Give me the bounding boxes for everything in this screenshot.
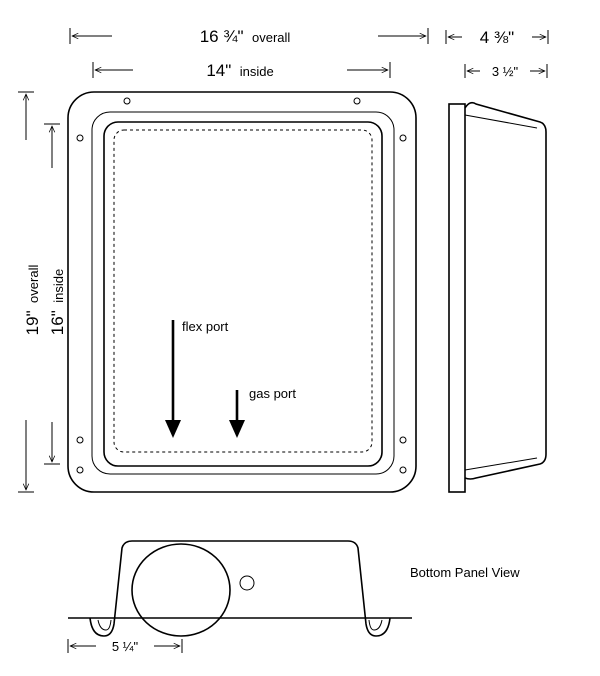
svg-text:14" inside: 14" inside — [206, 61, 273, 80]
screw-hole-icon — [76, 134, 84, 142]
dimension-bottom-offset: 5 ¼" — [67, 639, 183, 654]
screw-hole-icon — [399, 436, 407, 444]
flex-port-label: flex port — [182, 319, 229, 334]
top-inside-value: 14" — [206, 61, 231, 80]
dimension-depth-inside: 3 ½" — [464, 64, 548, 79]
screw-hole-icon — [399, 134, 407, 142]
bottom-panel-view-label: Bottom Panel View — [410, 565, 520, 580]
side-view — [448, 101, 547, 493]
svg-text:16 ¾" overall: 16 ¾" overall — [200, 27, 291, 46]
height-overall-value: 19" — [23, 310, 42, 335]
screw-hole-icon — [353, 97, 361, 105]
screw-hole-icon — [399, 466, 407, 474]
dimension-height-overall: 19" overall — [18, 91, 42, 493]
bottom-housing — [89, 540, 391, 637]
screw-hole-icon — [76, 466, 84, 474]
bottom-panel-view: Bottom Panel View — [68, 540, 520, 637]
gas-port-label: gas port — [249, 386, 296, 401]
top-overall-unit: overall — [252, 30, 290, 45]
depth-inside-label: 3 ½" — [492, 64, 519, 79]
dashed-panel-outline — [113, 129, 373, 453]
dimension-height-inside: 16" inside — [44, 123, 67, 465]
flex-port-opening — [131, 543, 231, 637]
height-inside-unit: inside — [51, 269, 66, 303]
outer-flange — [67, 91, 417, 493]
inner-opening — [103, 121, 383, 467]
dimension-top-inside: 14" inside — [92, 61, 391, 80]
screw-hole-icon — [76, 436, 84, 444]
height-overall-unit: overall — [26, 265, 41, 303]
height-inside-value: 16" — [48, 310, 67, 335]
inner-wall-outer — [91, 111, 395, 475]
gas-port-opening — [239, 575, 255, 591]
top-overall-value: 16 ¾" — [200, 27, 244, 46]
side-body — [464, 101, 547, 480]
bottom-offset-label: 5 ¼" — [112, 639, 139, 654]
svg-text:16" inside: 16" inside — [48, 269, 67, 335]
front-view: flex port gas port — [67, 91, 417, 493]
svg-text:19" overall: 19" overall — [23, 265, 42, 336]
side-flange — [448, 103, 466, 493]
top-inside-unit: inside — [240, 64, 274, 79]
screw-hole-icon — [123, 97, 131, 105]
dimension-depth-overall: 4 ⅜" — [445, 28, 549, 47]
dimension-top-overall: 16 ¾" overall — [69, 27, 429, 46]
depth-overall-label: 4 ⅜" — [480, 28, 514, 47]
